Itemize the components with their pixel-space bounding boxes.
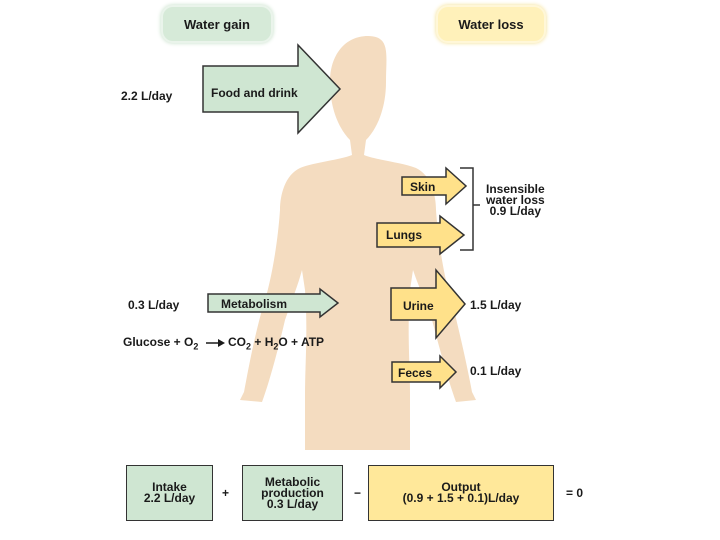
food-drink-arrow [202, 43, 342, 135]
metabolic-line-1: Metabolic [264, 474, 321, 489]
insensible-line-3: 0.9 L/day [489, 204, 542, 218]
feces-arrow [391, 354, 458, 390]
equals-zero: = 0 [566, 486, 584, 500]
water-loss-header: Water loss [436, 5, 546, 43]
intake-title: Intake [152, 480, 187, 494]
human-body-silhouette [240, 36, 476, 450]
equation-h: + H [251, 335, 274, 349]
output-title: Output [441, 480, 481, 494]
urine-amount: 1.5 L/day [470, 298, 522, 312]
minus-operator: − [354, 486, 362, 500]
feces-amount: 0.1 L/day [470, 364, 522, 378]
equation-co: CO [228, 335, 246, 349]
water-gain-header: Water gain [161, 5, 273, 43]
insensible-line-2: water loss [486, 193, 545, 207]
metabolic-line-3: 0.3 L/day [266, 496, 319, 511]
insensible-water-loss: Insensible water loss 0.9 L/day [486, 182, 545, 218]
glucose-equation-right: CO2 + H2O + ATP [228, 335, 324, 351]
insensible-line-1: Insensible [486, 182, 545, 196]
metabolic-production-box: Metabolic production 0.3 L/day [242, 465, 343, 521]
lungs-arrow [376, 214, 466, 256]
insensible-bracket [460, 167, 480, 251]
equation-rest: O + ATP [278, 335, 325, 349]
reaction-arrowhead [218, 339, 225, 347]
output-formula: (0.9 + 1.5 + 0.1)L/day [402, 491, 520, 505]
food-drink-label: Food and drink [211, 86, 298, 100]
skin-arrow [401, 166, 468, 206]
equation-co2-sub: 2 [246, 341, 252, 352]
food-drink-amount: 2.2 L/day [121, 89, 173, 103]
water-gain-header-label: Water gain [184, 16, 250, 32]
skin-label: Skin [410, 180, 436, 194]
equation-o2-sub: 2 [193, 341, 199, 352]
feces-label: Feces [398, 366, 433, 380]
water-loss-header-label: Water loss [458, 16, 524, 32]
metabolism-arrow [207, 287, 340, 319]
intake-amount: 2.2 L/day [143, 491, 196, 505]
intake-box: Intake 2.2 L/day [126, 465, 213, 521]
metabolism-label: Metabolism [221, 297, 288, 311]
metabolism-amount: 0.3 L/day [128, 298, 180, 312]
output-box: Output (0.9 + 1.5 + 0.1)L/day [368, 465, 554, 521]
urine-label: Urine [403, 299, 434, 313]
glucose-equation-left: Glucose + O2 [123, 335, 198, 351]
plus-operator: + [222, 486, 230, 500]
equation-h2-sub: 2 [273, 341, 279, 352]
lungs-label: Lungs [386, 228, 422, 242]
equation-glucose: Glucose + O [123, 335, 194, 349]
metabolic-line-2: production [261, 485, 324, 500]
urine-arrow [390, 267, 466, 341]
